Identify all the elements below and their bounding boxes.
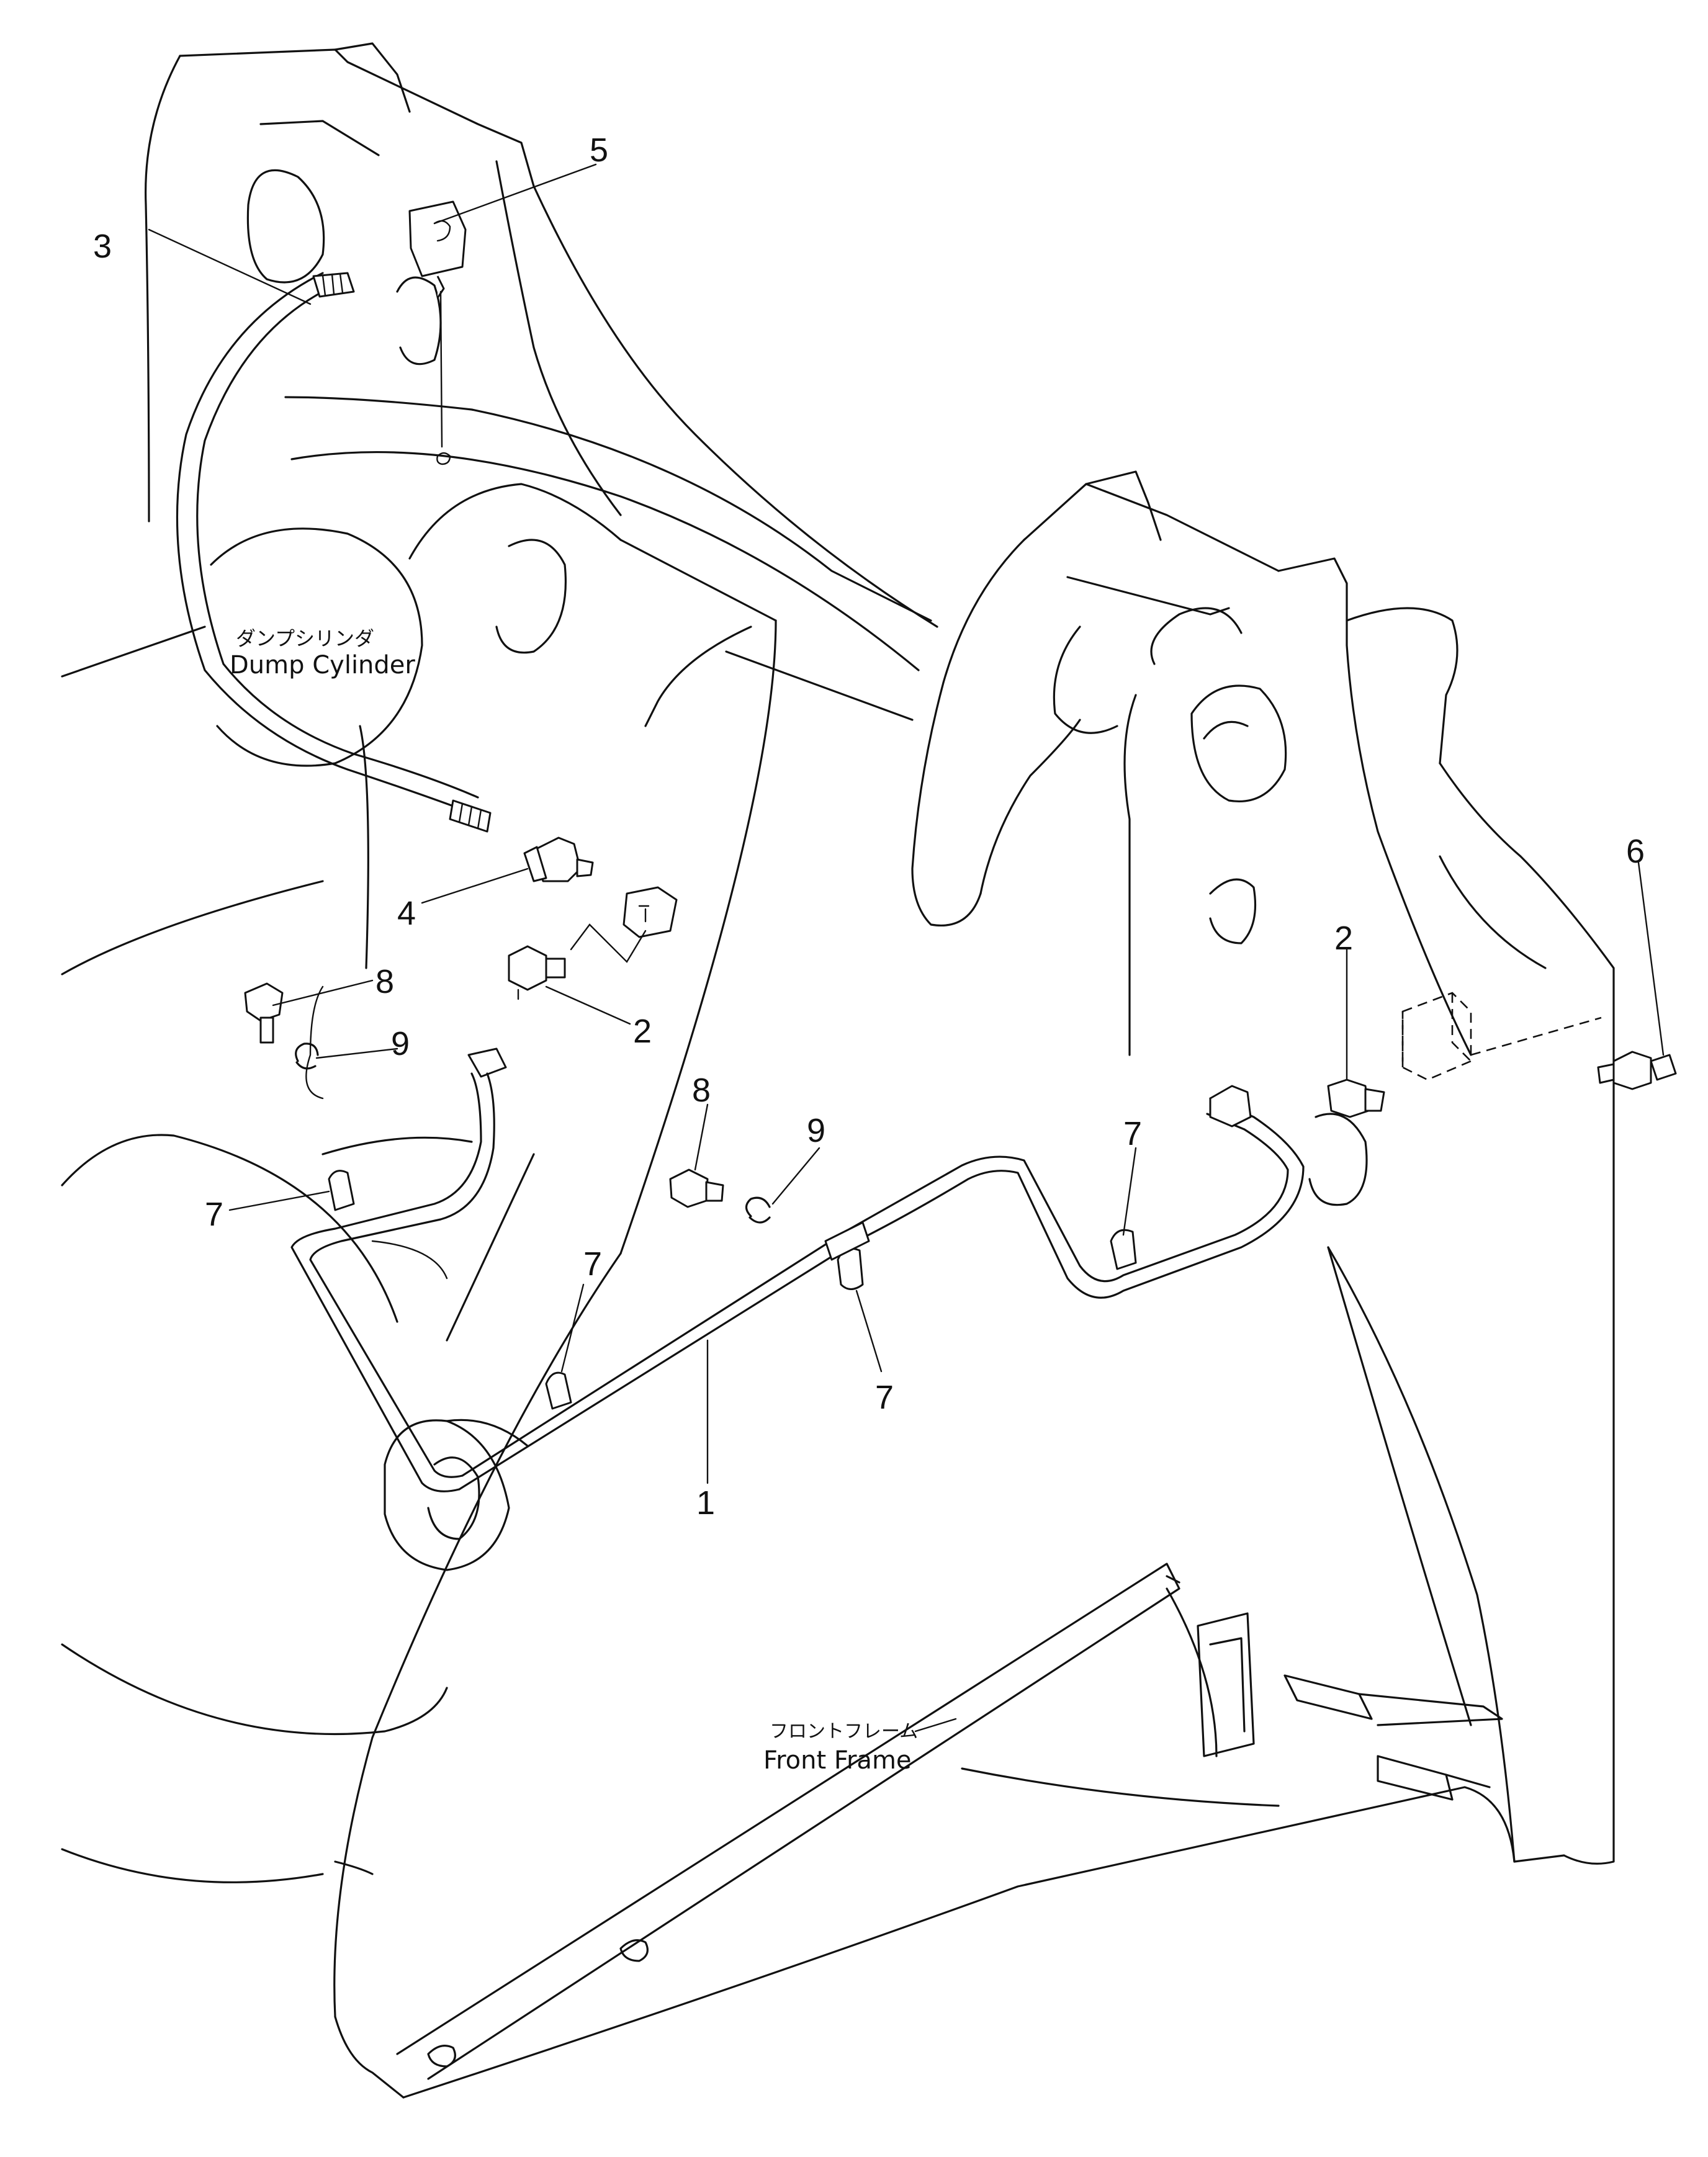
- callout-1: 1: [696, 1484, 715, 1522]
- callout-3: 3: [93, 228, 112, 265]
- front-frame-outline: [61, 42, 1615, 2099]
- callout-4: 4: [397, 895, 416, 932]
- hose-assembly: [176, 272, 492, 833]
- leader-lines: [148, 163, 1665, 1484]
- small-plate: [570, 886, 678, 963]
- part-2-fitting-left: [508, 945, 566, 1000]
- callout-8-left: 8: [375, 963, 394, 1000]
- callout-6: 6: [1626, 833, 1645, 870]
- part-8-bolt-left: [244, 982, 284, 1044]
- callout-8-right: 8: [692, 1072, 711, 1109]
- callout-9-right: 9: [807, 1112, 825, 1149]
- part-7-clamps: [328, 1170, 1137, 1410]
- dump-cylinder-label-en: Dump Cylinder: [230, 651, 415, 679]
- part-8-bolt-right: [669, 1168, 724, 1208]
- callout-7-mid: 7: [875, 1379, 894, 1416]
- callout-2-left: 2: [633, 1013, 652, 1050]
- callout-5: 5: [590, 132, 608, 169]
- part-6-grease-fitting: [1597, 1051, 1677, 1090]
- part-2-fitting-right: [1327, 1078, 1385, 1118]
- front-frame-label-en: Front Frame: [763, 1746, 912, 1775]
- dashed-block: [1401, 992, 1602, 1081]
- dump-cylinder-label-jp: ダンプシリンダ: [236, 627, 374, 650]
- callout-7-right: 7: [1123, 1115, 1142, 1152]
- callout-7-mid-left: 7: [583, 1245, 602, 1283]
- part-5-elbow-fitting: [408, 200, 467, 465]
- part-9-washer-right: [745, 1196, 771, 1224]
- callout-numbers: 3 5 4 2 2 6 8 9 8 9 7 7 7 7 1: [93, 132, 1645, 1522]
- callout-2-right: 2: [1334, 920, 1353, 957]
- part-4-grease-fitting: [523, 836, 594, 882]
- part-9-washer-left: [295, 1043, 319, 1070]
- part-1-tube: [290, 1047, 1305, 1492]
- callout-9-left: 9: [391, 1025, 410, 1062]
- callout-7-left: 7: [205, 1196, 223, 1233]
- front-frame-label-jp: フロントフレーム: [770, 1721, 918, 1742]
- captions: ダンプシリンダ Dump Cylinder フロントフレーム Front Fra…: [230, 627, 957, 1775]
